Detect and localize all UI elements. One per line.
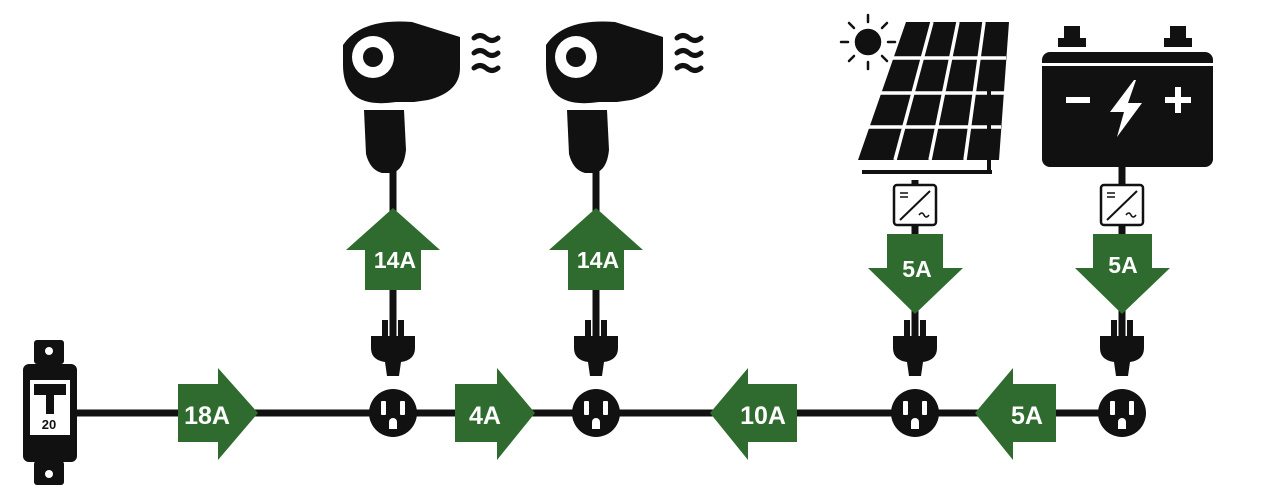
drop-wires	[389, 160, 1126, 340]
device-arrow-solar-panel: 5A	[868, 234, 963, 314]
outlet-icon[interactable]	[369, 389, 417, 437]
wire-arrow-segment-1: 18A	[178, 368, 258, 460]
wire-arrow-label: 4A	[469, 402, 501, 430]
device-arrow-battery: 5A	[1075, 234, 1170, 314]
outlet-icon[interactable]	[572, 389, 620, 437]
device-arrow-label: 14A	[374, 247, 416, 273]
device-arrow-label: 14A	[577, 247, 619, 273]
wire-arrow-label: 10A	[740, 402, 786, 430]
inverter-icon	[892, 183, 938, 227]
outlet-icon[interactable]	[891, 389, 939, 437]
device-arrow-hair-dryer-2: 14A	[549, 208, 643, 290]
device-arrow-label: 5A	[1108, 252, 1137, 278]
battery-icon	[1042, 26, 1213, 167]
outlet-icon[interactable]	[1098, 389, 1146, 437]
device-arrow-hair-dryer-1: 14A	[346, 208, 440, 290]
circuit-breaker: 20	[23, 340, 77, 485]
sun-icon	[839, 13, 897, 71]
wire-arrow-segment-4: 5A	[975, 368, 1056, 460]
hair-dryer-icon	[343, 21, 498, 173]
wire-arrow-segment-2: 4A	[455, 368, 535, 460]
inverter-icon	[1099, 183, 1145, 227]
wire-arrow-label: 5A	[1011, 402, 1043, 430]
solar-panel-icon	[858, 21, 1009, 174]
hair-dryer-icon	[546, 21, 701, 173]
device-arrow-label: 5A	[902, 256, 931, 282]
wire-arrow-label: 18A	[184, 402, 230, 430]
wire-arrow-segment-3: 10A	[710, 368, 797, 460]
breaker-rating: 20	[42, 417, 56, 432]
